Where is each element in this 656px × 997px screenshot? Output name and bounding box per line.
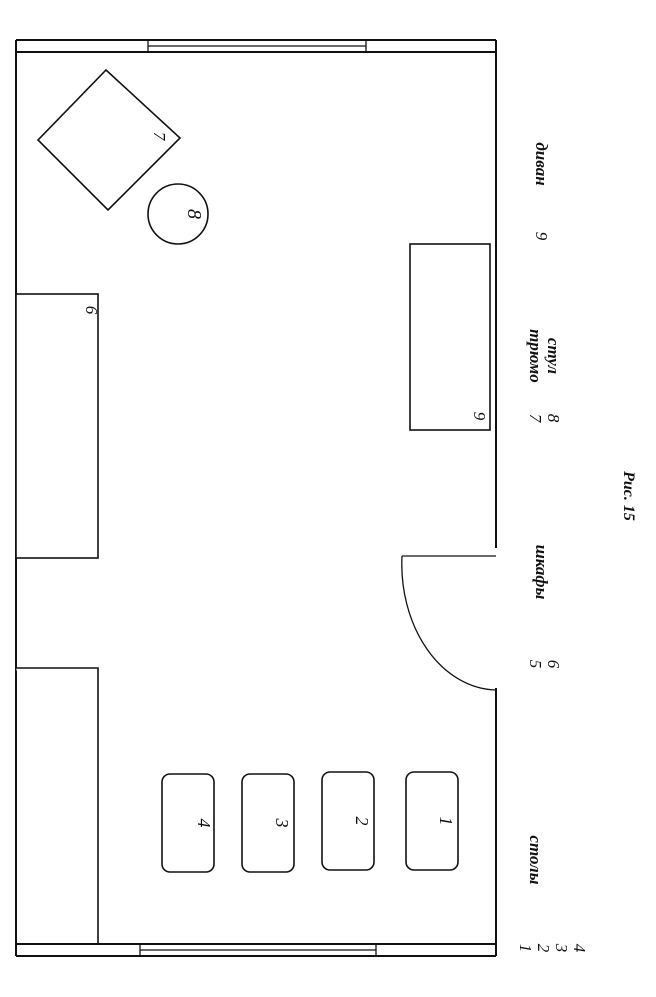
desk-1-number: 1 [436,817,456,826]
legend-number-9: 9 [532,232,551,241]
door [401,555,497,691]
bottom-wall [16,943,496,957]
cabinet-5 [16,667,99,944]
legend-label-desks: столы [526,835,545,884]
desk-3-number: 3 [272,818,292,828]
legend: 1 2 3 4 столы 5 6 шкафы 7 8 трюмо стул 9… [516,142,589,952]
desk-3 [241,773,295,873]
desk-4 [161,773,215,873]
legend-number-4: 4 [570,944,589,953]
legend-label-chair: стул [544,338,563,374]
sofa-7 [36,68,182,212]
mirror-9-number: 9 [470,412,489,421]
legend-label-mirror: трюмо [526,329,545,383]
chair-8 [147,183,209,245]
cabinet-6-number: 6 [82,306,101,315]
legend-number-7: 7 [526,414,545,424]
desks: 4 3 2 1 [161,771,459,873]
desk-2-number: 2 [352,817,372,826]
desk-4-number: 4 [194,819,214,828]
cabinet-6 [15,293,99,559]
mirror-9 [409,243,491,431]
legend-label-sofa: диван [532,142,551,185]
legend-label-cabinets: шкафы [532,545,551,600]
desk-2 [321,771,375,871]
sofa-7-number: 7 [150,132,169,142]
figure-caption: Рис. 15 [620,470,637,521]
chair-8-number: 8 [183,209,205,219]
legend-number-2: 2 [534,944,553,953]
desk-1 [405,771,459,871]
top-wall [16,39,496,53]
legend-number-8: 8 [544,414,563,423]
legend-number-1: 1 [516,944,535,953]
legend-number-5: 5 [526,660,545,669]
legend-number-6: 6 [544,660,563,669]
legend-number-3: 3 [552,943,571,953]
